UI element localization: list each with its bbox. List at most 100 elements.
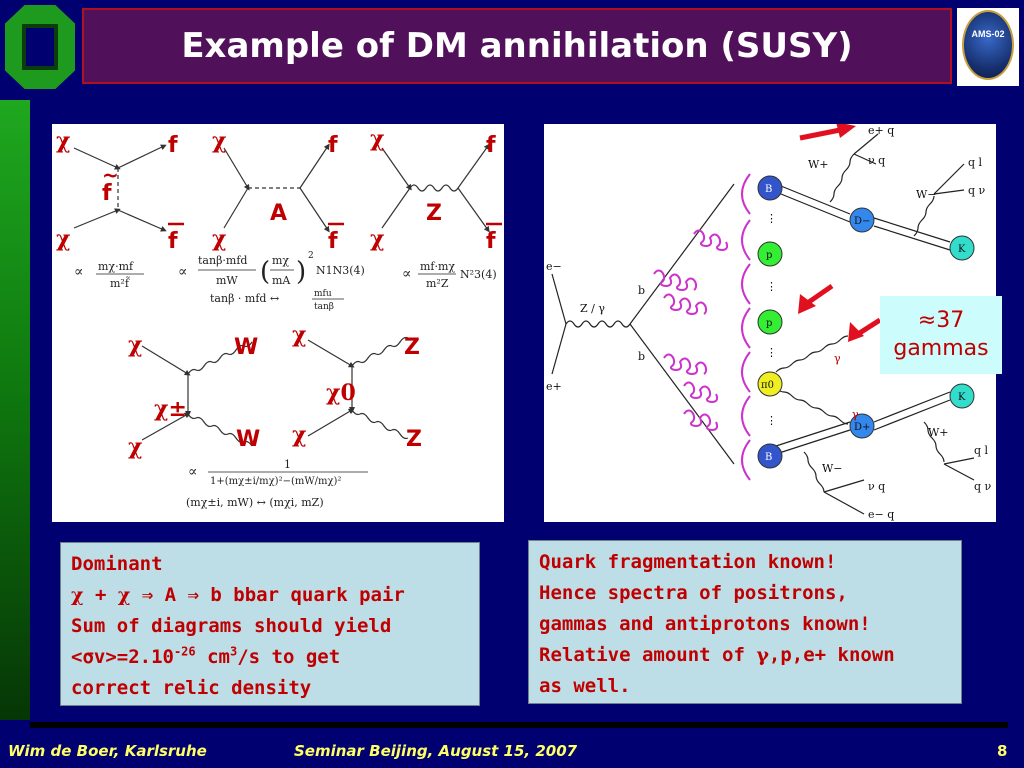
- label-p: p: [766, 250, 772, 261]
- textbox-line: as well.: [539, 675, 631, 697]
- textbox-line: Hence spectra of positrons,: [539, 582, 848, 604]
- slide-title: Example of DM annihilation (SUSY): [181, 26, 853, 66]
- label-Kbar: K: [958, 392, 966, 403]
- label-pbar: p: [766, 318, 772, 329]
- label-W: W: [234, 335, 258, 360]
- fragmentation-diagram: e− e+ Z / γ b b B p p π0 B D− K D+ K W+ …: [546, 122, 992, 521]
- label-nubar-q: ν q: [868, 480, 885, 493]
- label-Z: Z: [426, 201, 442, 226]
- label-A: A: [270, 201, 287, 226]
- label-K: K: [958, 244, 966, 255]
- textbox-line: Sum of diagrams should yield: [71, 615, 392, 637]
- formula2-paren-den: mA: [272, 274, 291, 287]
- formula4-sub: (mχ±i, mW) ↔ (mχi, mZ): [186, 496, 324, 509]
- formula3-tail: N²3(4): [460, 268, 497, 281]
- label-f: f: [168, 133, 178, 158]
- label-q-nu-bot: q ν: [974, 480, 992, 493]
- feynman-diagrams: χ f f χ f χ f A χ f χ f Z χ f χ W χ± χ W…: [56, 126, 502, 509]
- textbox-line: Quark fragmentation known!: [539, 551, 837, 573]
- vertical-dots: ⋮: [766, 280, 777, 293]
- label-q-l-bot: q l: [974, 444, 989, 457]
- fragmentation-textbox: Quark fragmentation known! Hence spectra…: [528, 540, 962, 704]
- vertical-dots: ⋮: [766, 212, 777, 225]
- label-B: B: [765, 184, 772, 195]
- label-z-gamma: Z / γ: [580, 302, 605, 315]
- relic-density-textbox: Dominant χ + χ ⇒ A ⇒ b bbar quark pair S…: [60, 542, 480, 706]
- label-e-plus: e+: [546, 380, 562, 393]
- label-chi: χ: [128, 332, 142, 358]
- label-chi: χ: [56, 226, 70, 252]
- left-accent-bar: [0, 100, 30, 720]
- formula2-sub-den: tanβ: [314, 302, 334, 312]
- formula1-num: mχ·mf: [98, 260, 134, 273]
- label-b: b: [638, 284, 645, 297]
- vertical-dots: ⋮: [766, 414, 777, 427]
- label-D-plus: D+: [854, 422, 870, 433]
- label-chi: χ: [292, 422, 306, 448]
- label-Bbar: B: [765, 452, 772, 463]
- label-q-l: q l: [968, 156, 983, 169]
- label-W-plus-top: W+: [808, 158, 829, 171]
- label-chi: χ: [128, 434, 142, 460]
- label-ftilde: f: [102, 181, 112, 206]
- label-Z: Z: [404, 335, 420, 360]
- label-qbar-nu: q ν: [968, 184, 986, 197]
- formula2-paren-close: ): [296, 257, 306, 287]
- label-W: W: [236, 427, 260, 452]
- formula2-tail: N1N3(4): [316, 264, 365, 277]
- formula-prop: ∝: [402, 266, 411, 282]
- ams-mission-badge-icon: [962, 10, 1014, 80]
- formula2-den: mW: [216, 274, 238, 287]
- formula2-exp: 2: [308, 251, 314, 261]
- callout-line2: gammas: [893, 336, 989, 361]
- label-chi-0: χ0: [326, 380, 356, 406]
- page-number: 8: [997, 742, 1008, 760]
- label-Z: Z: [406, 427, 422, 452]
- label-f: f: [328, 133, 338, 158]
- callout-line1: ≈37: [917, 308, 965, 333]
- label-fbar: f: [486, 229, 496, 254]
- footer-seminar: Seminar Beijing, August 15, 2007: [294, 742, 578, 760]
- label-fbar: f: [168, 229, 178, 254]
- label-W-plus-bot: W+: [928, 426, 949, 439]
- label-e-minus: e−: [546, 260, 562, 273]
- label-e-minus-qbar: e− q: [868, 508, 894, 521]
- formula-prop: ∝: [74, 264, 83, 280]
- formula-prop: ∝: [188, 464, 197, 480]
- formula4-den: 1+(mχ±i/mχ)²−(mW/mχ)²: [210, 476, 341, 487]
- formula1-den: m²f̃: [110, 277, 131, 290]
- tilde-mark: ~: [102, 163, 119, 187]
- formula2-paren: (: [260, 257, 270, 287]
- gamma-count-callout: ≈37 gammas: [880, 296, 1002, 374]
- formula-prop: ∝: [178, 264, 187, 280]
- label-chi-pm: χ±: [154, 396, 187, 422]
- footer-divider: [30, 722, 1008, 728]
- textbox-line: χ + χ ⇒ A ⇒ b bbar quark pair: [71, 584, 405, 606]
- footer-author: Wim de Boer, Karlsruhe: [8, 742, 207, 760]
- label-gamma: γ: [834, 352, 841, 365]
- vertical-dots: ⋮: [766, 346, 777, 359]
- formula3-num: mf·mχ: [420, 260, 455, 273]
- label-chi: χ: [292, 322, 306, 348]
- label-chi: χ: [212, 226, 226, 252]
- feynman-diagram-panel: χ f f χ f χ f A χ f χ f Z χ f χ W χ± χ W…: [52, 124, 504, 522]
- label-nu-qbar: ν q: [868, 154, 885, 167]
- formula2-paren-num: mχ: [272, 254, 289, 267]
- label-D-minus: D−: [854, 216, 870, 227]
- label-f: f: [486, 133, 496, 158]
- textbox-line: <σv>=2.10-26 cm3/s to get: [71, 644, 341, 668]
- label-chi: χ: [56, 128, 70, 154]
- label-W-minus-top: W−: [916, 188, 937, 201]
- formula2-num: tanβ·mfd: [198, 254, 247, 267]
- label-W-minus-bot: W−: [822, 462, 843, 475]
- label-fbar: f: [328, 229, 338, 254]
- label-chi: χ: [370, 126, 384, 152]
- badge-label: AMS-02: [971, 29, 1005, 39]
- label-gamma: γ: [852, 408, 859, 421]
- formula2-sub: tanβ · mfd ↔: [210, 292, 279, 305]
- formula4-num: 1: [284, 458, 291, 471]
- textbox-line: Dominant: [71, 553, 163, 575]
- university-logo-inner: [22, 24, 58, 70]
- textbox-line: gammas and antiprotons known!: [539, 613, 871, 635]
- label-chi: χ: [370, 226, 384, 252]
